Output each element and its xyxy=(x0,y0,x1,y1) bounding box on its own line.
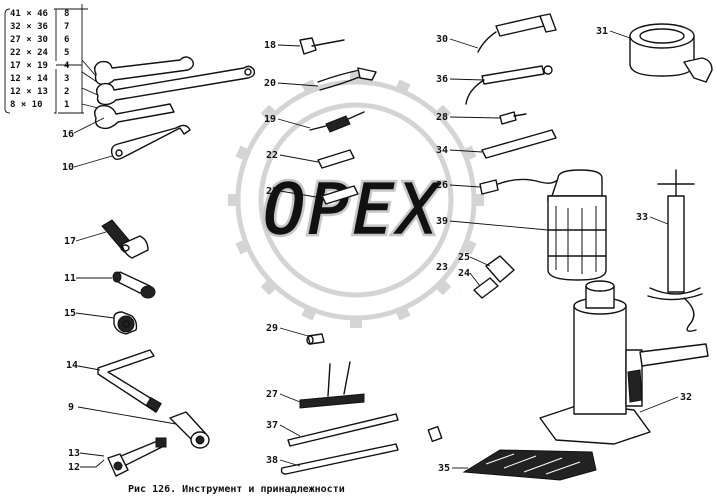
tube-34 xyxy=(481,129,557,159)
hose-23 xyxy=(415,291,543,443)
callout-29: 29 xyxy=(266,323,278,334)
size-label: 41 × 46 xyxy=(10,9,48,19)
hammer-18 xyxy=(299,37,345,55)
screwdriver-19 xyxy=(309,111,365,133)
callout-22: 22 xyxy=(266,150,278,161)
callout-24: 24 xyxy=(458,268,470,279)
callout-26: 26 xyxy=(436,180,448,191)
open-end-wrench-set xyxy=(93,56,256,130)
screwdriver-22 xyxy=(317,149,355,169)
callout-23: 23 xyxy=(436,262,448,273)
callout-18: 18 xyxy=(264,40,276,51)
callout-12: 12 xyxy=(68,462,80,473)
hydraulic-jack-32 xyxy=(539,280,709,445)
size-number: 2 xyxy=(64,87,69,97)
size-number: 7 xyxy=(64,22,69,32)
thermos-flask-39 xyxy=(547,169,607,281)
callout-35: 35 xyxy=(438,463,450,474)
spark-plug-socket-9 xyxy=(169,411,210,449)
callout-28: 28 xyxy=(436,112,448,123)
pin-29 xyxy=(306,333,325,345)
callout-10: 10 xyxy=(62,162,74,173)
callout-32: 32 xyxy=(680,392,692,403)
tire-pump-33 xyxy=(647,169,703,332)
size-label: 12 × 13 xyxy=(10,87,48,97)
callout-17: 17 xyxy=(64,236,76,247)
size-number: 8 xyxy=(64,9,69,19)
size-number: 3 xyxy=(64,74,69,84)
size-number: 1 xyxy=(64,100,69,110)
size-label: 17 × 19 xyxy=(10,61,48,71)
figure-caption: Рис 126. Инструмент и принадлежности xyxy=(128,484,345,495)
size-number: 4 xyxy=(64,61,70,71)
box-wrench-13 xyxy=(107,437,167,477)
tool-roll-35 xyxy=(462,449,597,481)
ring-spanner xyxy=(110,124,191,161)
pliers-20 xyxy=(317,67,377,91)
grease-gun-30 xyxy=(477,13,557,53)
adapter-25 xyxy=(473,255,515,299)
tip-28 xyxy=(499,111,527,125)
box-wrench-17 xyxy=(101,219,149,259)
callout-11: 11 xyxy=(64,273,76,284)
callout-34: 34 xyxy=(436,145,448,156)
screwdriver-21 xyxy=(321,185,359,205)
callout-30: 30 xyxy=(436,34,448,45)
callout-31: 31 xyxy=(596,26,608,37)
size-number: 6 xyxy=(64,35,69,45)
tire-pump-nozzle-36 xyxy=(465,65,553,105)
pry-bar-37 xyxy=(287,413,399,447)
callout-39: 39 xyxy=(436,216,448,227)
pressure-gauge-31 xyxy=(629,23,713,83)
size-label: 32 × 36 xyxy=(10,22,48,32)
callout-16: 16 xyxy=(62,129,74,140)
size-label: 22 × 24 xyxy=(10,48,49,58)
socket-15 xyxy=(113,311,138,335)
size-number: 5 xyxy=(64,48,69,58)
callout-13: 13 xyxy=(68,448,80,459)
lever-38 xyxy=(280,443,399,475)
callout-14: 14 xyxy=(66,360,78,371)
callout-27: 27 xyxy=(266,389,278,400)
hose-fitting-26 xyxy=(479,175,561,195)
callout-33: 33 xyxy=(636,212,648,223)
callout-37: 37 xyxy=(266,420,278,431)
watermark-text: OPEX xyxy=(262,167,445,253)
wrench-size-table: 41 × 46 8 32 × 36 7 27 × 30 6 22 × 24 5 … xyxy=(4,4,101,114)
brush-27 xyxy=(299,361,365,409)
callout-36: 36 xyxy=(436,74,448,85)
watermark-gear xyxy=(228,72,484,328)
callout-25: 25 xyxy=(458,252,470,263)
size-label: 27 × 30 xyxy=(10,35,48,45)
callout-38: 38 xyxy=(266,455,278,466)
callout-20: 20 xyxy=(264,78,276,89)
size-label: 12 × 14 xyxy=(10,74,49,84)
hex-key-14 xyxy=(97,349,162,413)
callout-15: 15 xyxy=(64,308,76,319)
callout-21: 21 xyxy=(266,186,278,197)
callout-19: 19 xyxy=(264,114,276,125)
socket-11 xyxy=(112,271,156,299)
size-label: 8 × 10 xyxy=(10,100,43,110)
callout-9: 9 xyxy=(68,402,74,413)
